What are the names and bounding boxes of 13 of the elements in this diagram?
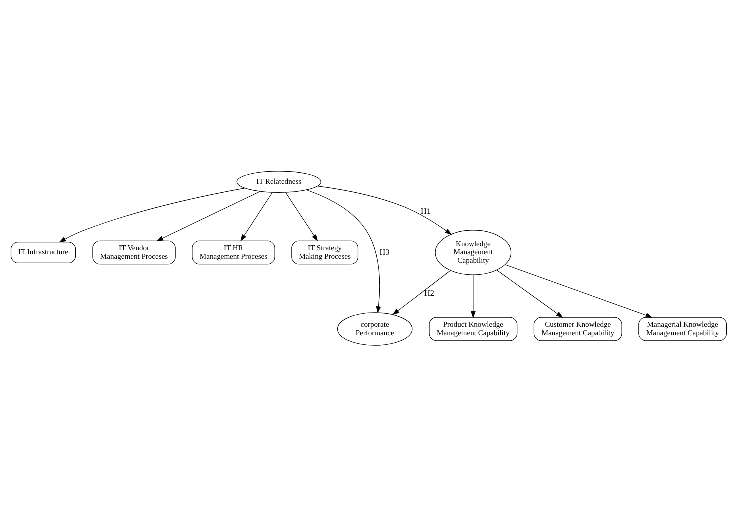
arrow <box>306 190 382 314</box>
arrow <box>318 186 452 236</box>
edge-label: H3 <box>380 248 390 257</box>
arrow <box>240 192 273 242</box>
arrow <box>59 188 246 243</box>
edge-label: H1 <box>421 206 431 216</box>
arrow <box>286 192 318 242</box>
arrow <box>505 264 653 318</box>
arrow <box>392 270 452 316</box>
arrow <box>496 270 564 318</box>
edge-label: H2 <box>424 289 434 298</box>
arrow <box>156 191 261 242</box>
arrow <box>470 274 476 318</box>
